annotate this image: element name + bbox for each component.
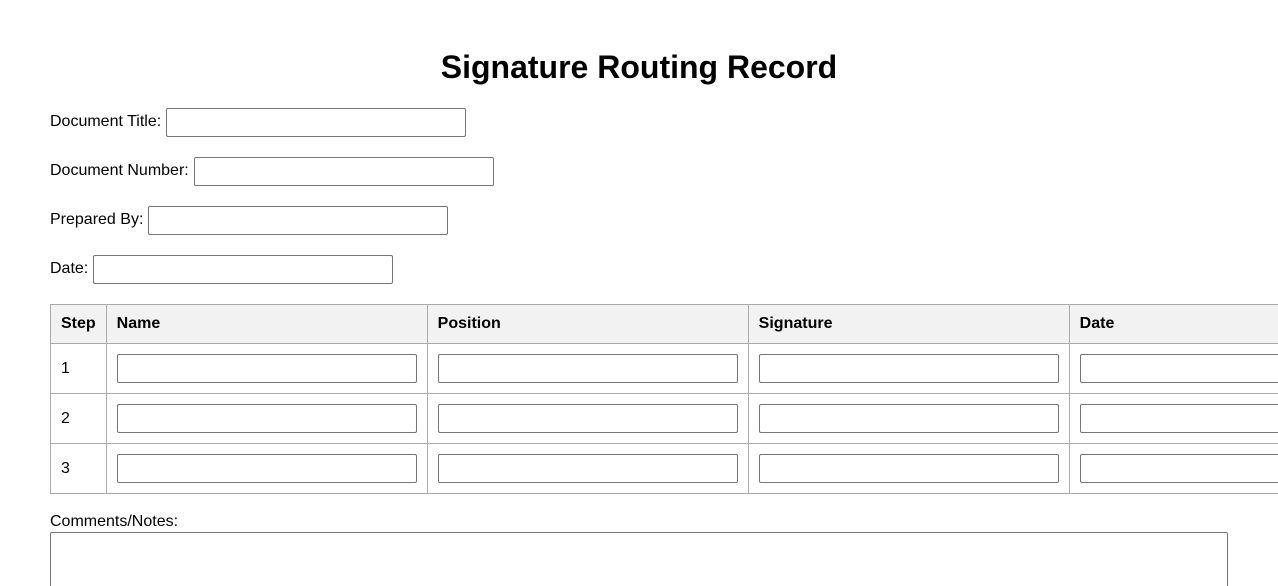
document-title-label: Document Title:	[50, 113, 162, 130]
prepared-by-label: Prepared By:	[50, 211, 144, 228]
header-step: Step	[50, 304, 107, 344]
document-number-label: Document Number:	[50, 162, 189, 179]
step-cell: 3	[50, 443, 107, 494]
date-cell	[1068, 343, 1278, 394]
table-header-row: Step Name Position Signature Date	[50, 304, 1278, 344]
name-input[interactable]	[116, 454, 417, 483]
date-label: Date:	[50, 260, 89, 277]
name-input[interactable]	[116, 354, 417, 383]
signature-input[interactable]	[758, 404, 1059, 433]
document-number-input[interactable]	[193, 156, 494, 186]
table-row: 1	[50, 343, 1278, 394]
signature-input[interactable]	[758, 454, 1059, 483]
step-cell: 2	[50, 393, 107, 444]
document-title-input[interactable]	[166, 107, 467, 137]
signature-input[interactable]	[758, 354, 1059, 383]
position-cell	[426, 393, 749, 444]
document-number-row: Document Number:	[50, 156, 494, 186]
table-row: 2	[50, 393, 1278, 444]
name-cell	[105, 343, 428, 394]
document-title-row: Document Title:	[50, 107, 467, 137]
row-date-input[interactable]	[1079, 404, 1278, 433]
signature-cell	[747, 343, 1070, 394]
position-input[interactable]	[437, 354, 738, 383]
step-cell: 1	[50, 343, 107, 394]
prepared-by-row: Prepared By:	[50, 205, 449, 235]
position-cell	[426, 343, 749, 394]
comments-textarea[interactable]	[50, 532, 1228, 586]
signature-cell	[747, 393, 1070, 444]
date-cell	[1068, 393, 1278, 444]
page-title: Signature Routing Record	[440, 49, 838, 85]
header-position: Position	[426, 304, 749, 344]
header-date: Date	[1068, 304, 1278, 344]
name-input[interactable]	[116, 404, 417, 433]
signature-cell	[747, 443, 1070, 494]
row-date-input[interactable]	[1079, 454, 1278, 483]
header-name: Name	[105, 304, 428, 344]
table-row: 3	[50, 443, 1278, 494]
date-cell	[1068, 443, 1278, 494]
name-cell	[105, 393, 428, 444]
row-date-input[interactable]	[1079, 354, 1278, 383]
prepared-by-input[interactable]	[148, 205, 449, 235]
comments-label: Comments/Notes:	[50, 513, 179, 530]
header-signature: Signature	[747, 304, 1070, 344]
date-input[interactable]	[93, 254, 394, 284]
position-cell	[426, 443, 749, 494]
position-input[interactable]	[437, 404, 738, 433]
position-input[interactable]	[437, 454, 738, 483]
routing-table: Step Name Position Signature Date 1 2	[50, 304, 1278, 494]
date-row: Date:	[50, 254, 394, 284]
name-cell	[105, 443, 428, 494]
